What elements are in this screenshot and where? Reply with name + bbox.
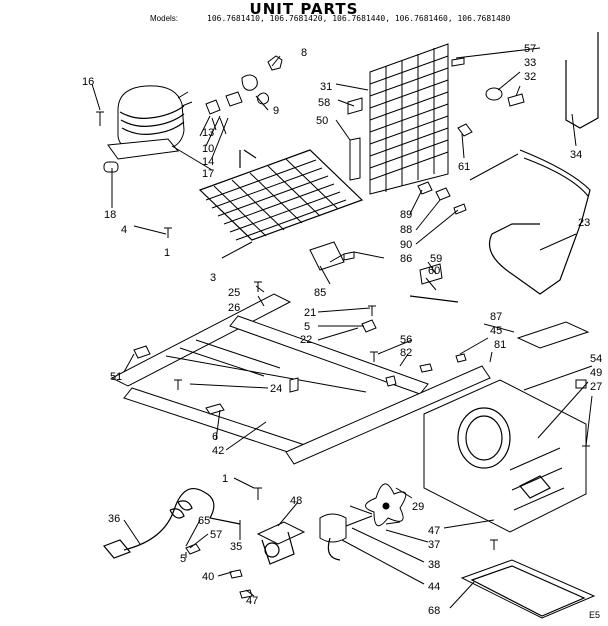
part-label-31: 31 [320, 81, 332, 93]
part-label-16: 16 [82, 76, 94, 88]
drain-pan-drawing [460, 559, 596, 619]
part-label-85: 85 [314, 287, 326, 299]
part-label-65: 65 [198, 515, 210, 527]
part-label-29: 29 [412, 501, 424, 513]
relay-and-clips-drawing [205, 55, 283, 135]
part-label-9: 9 [273, 105, 279, 117]
part-label-48: 48 [290, 495, 302, 507]
part-label-24: 24 [270, 383, 282, 395]
part-label-36: 36 [108, 513, 120, 525]
models-list: 106.7681410, 106.7681420, 106.7681440, 1… [207, 14, 511, 23]
leader-lines [91, 47, 593, 609]
part-label-1-upper: 1 [164, 247, 170, 259]
part-label-21: 21 [304, 307, 316, 319]
part-label-13: 13 [202, 127, 214, 139]
compressor-drawing [96, 85, 193, 173]
part-label-5-lower: 5 [180, 553, 186, 565]
part-label-4: 4 [121, 224, 127, 236]
part-label-81: 81 [494, 339, 506, 351]
part-label-47-upper: 47 [428, 525, 440, 537]
part-label-47-lower: 47 [246, 595, 258, 607]
part-label-38: 38 [428, 559, 440, 571]
diagram-title: UNIT PARTS [249, 0, 359, 18]
part-label-5: 5 [304, 321, 310, 333]
part-label-49: 49 [590, 367, 602, 379]
part-label-88: 88 [400, 224, 412, 236]
part-label-57-upper: 57 [524, 43, 536, 55]
part-label-42: 42 [212, 445, 224, 457]
part-label-57-lower: 57 [210, 529, 222, 541]
part-label-61: 61 [458, 161, 470, 173]
part-label-27: 27 [590, 381, 602, 393]
defrost-parts-drawing [309, 241, 459, 303]
part-label-45: 45 [490, 325, 502, 337]
part-label-1-lower: 1 [222, 473, 228, 485]
part-label-51: 51 [110, 371, 122, 383]
part-label-33: 33 [524, 57, 536, 69]
part-label-37: 37 [428, 539, 440, 551]
fan-shroud-drawing [423, 379, 587, 533]
part-label-18: 18 [104, 209, 116, 221]
part-label-17: 17 [202, 168, 214, 180]
part-label-10: 10 [202, 143, 214, 155]
part-label-22: 22 [300, 334, 312, 346]
part-label-14: 14 [202, 156, 214, 168]
part-label-3: 3 [210, 272, 216, 284]
base-frame-drawing [110, 293, 429, 457]
part-label-90: 90 [400, 239, 412, 251]
part-label-40: 40 [202, 571, 214, 583]
condenser-drawing [347, 43, 449, 195]
part-label-54: 54 [590, 353, 602, 365]
part-label-44: 44 [428, 581, 440, 593]
part-label-8: 8 [301, 47, 307, 59]
part-label-35: 35 [230, 541, 242, 553]
part-label-23: 23 [578, 217, 590, 229]
part-label-82: 82 [400, 347, 412, 359]
hardware-drawing [133, 227, 590, 550]
figure-code: E5 [589, 610, 601, 620]
part-label-60: 60 [428, 265, 440, 277]
part-label-6: 6 [212, 431, 218, 443]
part-label-32: 32 [524, 71, 536, 83]
part-label-89: 89 [400, 209, 412, 221]
evaporator-coil-drawing [198, 149, 364, 241]
heater-loop-drawing [488, 32, 599, 349]
part-label-59: 59 [430, 253, 442, 265]
models-label: Models: [150, 14, 179, 23]
part-label-56: 56 [400, 334, 412, 346]
harness-and-capacitor-drawing [102, 488, 306, 599]
part-label-25: 25 [228, 287, 240, 299]
part-number-labels: 8 9 13 10 14 17 16 18 4 3 25 26 31 58 50… [82, 43, 602, 617]
part-label-58: 58 [318, 97, 330, 109]
part-label-86: 86 [400, 253, 412, 265]
part-label-34: 34 [570, 149, 582, 161]
rail-drawing [285, 365, 491, 465]
part-label-26: 26 [228, 302, 240, 314]
part-label-87: 87 [490, 311, 502, 323]
part-label-50: 50 [316, 115, 328, 127]
fittings-drawing [417, 57, 525, 215]
part-label-68: 68 [428, 605, 440, 617]
fan-blade-and-motor-drawing [319, 483, 407, 561]
